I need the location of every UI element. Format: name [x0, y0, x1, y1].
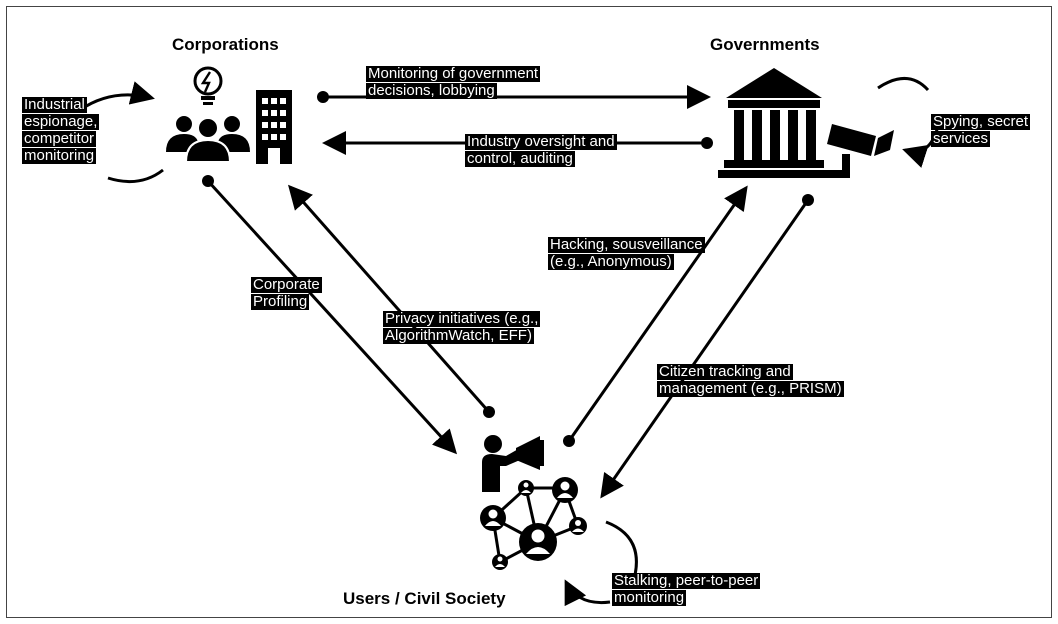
activist-megaphone-icon	[482, 435, 544, 492]
label-line: Industrial	[22, 96, 87, 113]
government-building-icon	[718, 68, 830, 178]
label-privacy-initiatives: Privacy initiatives (e.g., AlgorithmWatc…	[383, 310, 541, 345]
label-line: competitor	[22, 130, 97, 147]
label-monitoring-government: Monitoring of government decisions, lobb…	[366, 65, 541, 100]
label-line: Corporate	[251, 276, 322, 293]
arrow-corporate-profiling	[202, 175, 458, 455]
label-line: Profiling	[251, 293, 310, 310]
label-line: management (e.g., PRISM)	[657, 380, 844, 397]
label-line: Privacy initiatives (e.g.,	[383, 310, 541, 327]
arrow-privacy-initiatives	[288, 184, 495, 418]
label-line: control, auditing	[465, 150, 575, 167]
label-line: monitoring	[612, 589, 687, 606]
lightbulb-icon	[193, 66, 223, 105]
label-industry-oversight: Industry oversight and control, auditing	[465, 134, 617, 168]
label-corporate-profiling: Corporate Profiling	[251, 277, 322, 311]
label-line: monitoring	[22, 147, 97, 164]
arrow-hacking	[563, 185, 748, 447]
label-spying: Spying, secret services	[931, 113, 1031, 148]
label-line: Citizen tracking and	[657, 363, 793, 380]
label-line: Industry oversight and	[465, 133, 617, 150]
label-line: Hacking, sousveillance	[548, 236, 705, 253]
arrow-citizen-tracking	[600, 194, 814, 499]
label-citizen-tracking: Citizen tracking and management (e.g., P…	[657, 364, 844, 398]
label-line: Stalking, peer-to-peer	[612, 572, 761, 589]
loop-spying	[877, 77, 940, 168]
label-line: decisions, lobbying	[366, 82, 497, 99]
label-line: Monitoring of government	[366, 65, 541, 82]
label-stalking: Stalking, peer-to-peer monitoring	[612, 572, 761, 607]
social-network-icon	[480, 477, 587, 570]
label-line: (e.g., Anonymous)	[548, 253, 674, 270]
label-line: services	[931, 130, 991, 147]
node-title-governments: Governments	[710, 35, 820, 54]
label-line: Spying, secret	[931, 113, 1031, 130]
label-line: AlgorithmWatch, EFF)	[383, 327, 534, 344]
security-camera-icon	[822, 120, 894, 178]
label-line: espionage,	[22, 113, 100, 130]
node-title-corporations: Corporations	[172, 35, 279, 54]
people-group-icon	[166, 116, 250, 163]
diagram-border	[6, 6, 1052, 618]
node-title-users: Users / Civil Society	[343, 589, 506, 608]
office-building-icon	[256, 90, 292, 164]
label-hacking: Hacking, sousveillance (e.g., Anonymous)	[548, 237, 705, 271]
label-industrial-espionage: Industrial espionage, competitor monitor…	[22, 96, 100, 165]
